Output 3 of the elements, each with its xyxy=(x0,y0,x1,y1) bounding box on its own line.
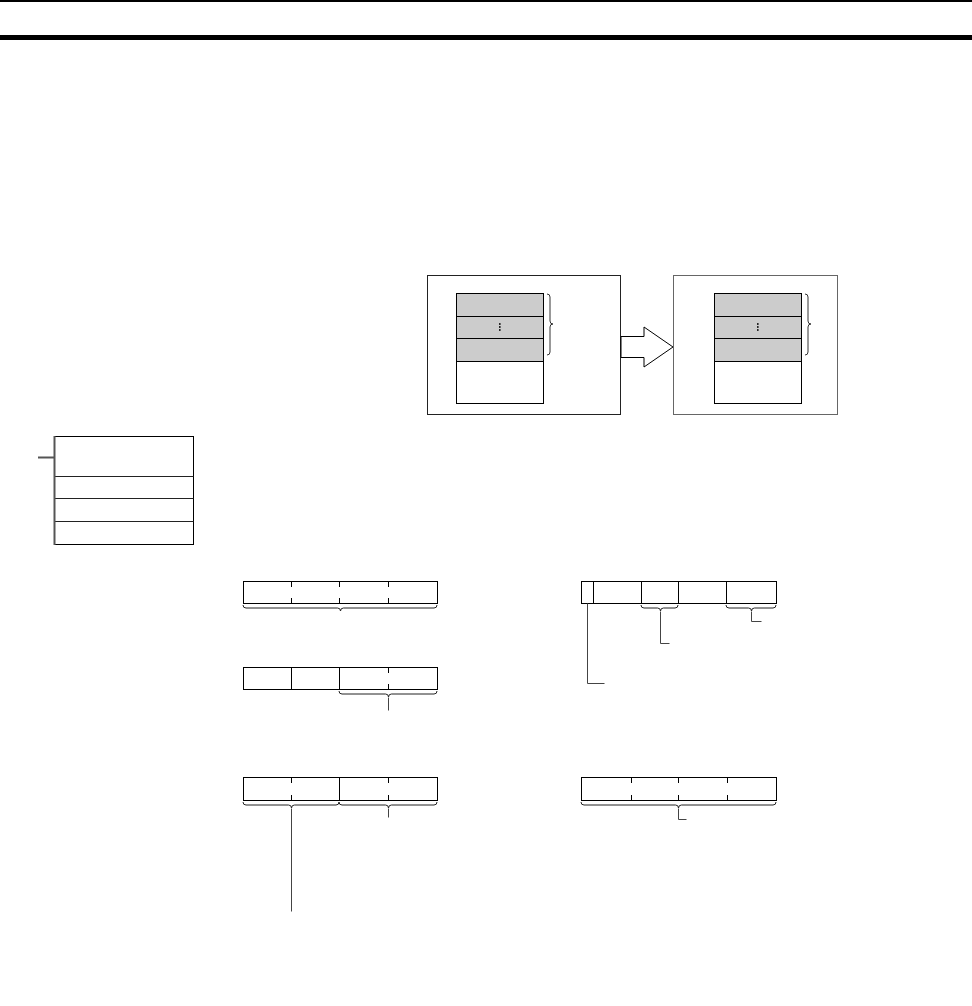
memory-area-panel xyxy=(673,275,838,415)
block-arrow xyxy=(620,326,674,368)
memory-area-panel xyxy=(427,275,621,415)
